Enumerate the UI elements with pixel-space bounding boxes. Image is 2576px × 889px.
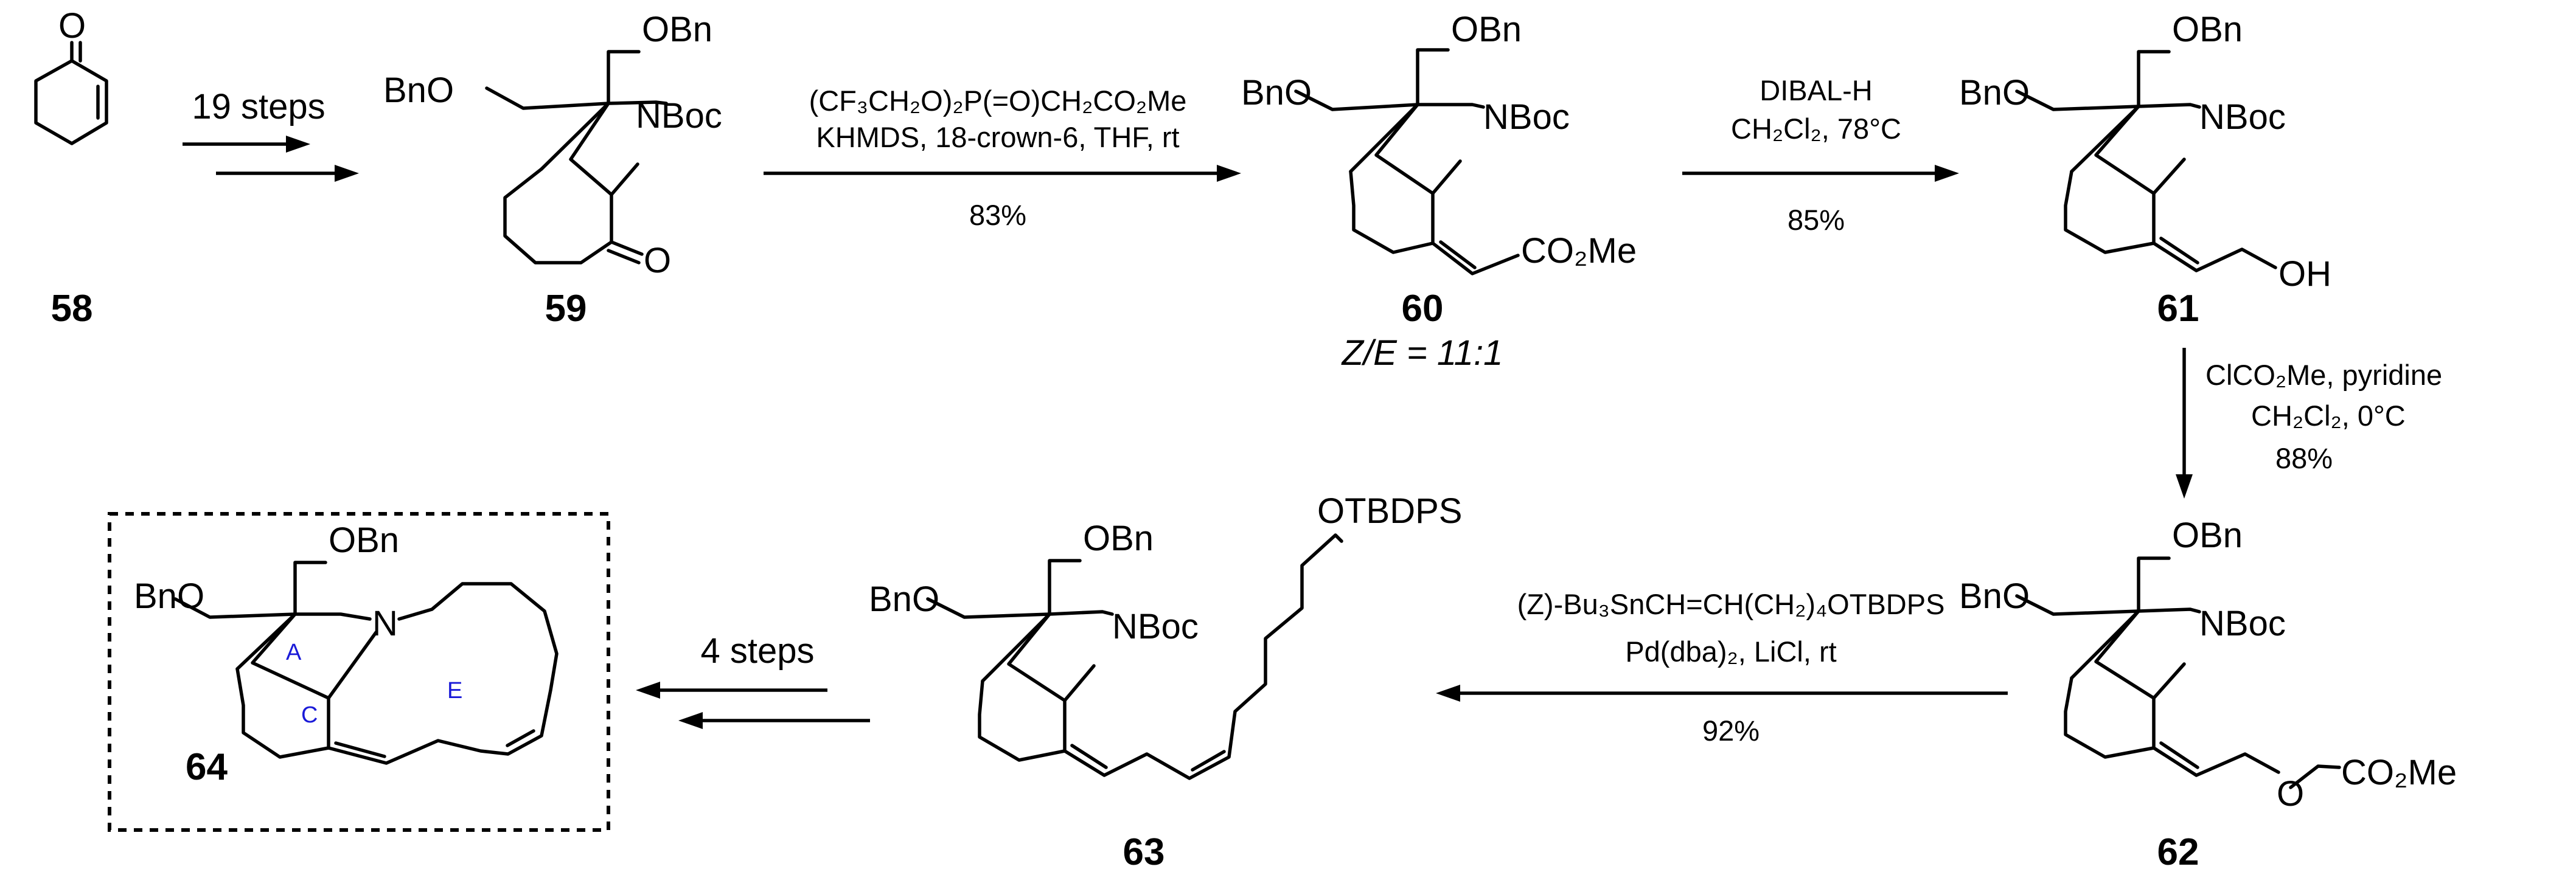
- step-6-label: 4 steps: [701, 631, 815, 671]
- step-5-yield: 92%: [1702, 714, 1760, 747]
- c62-obn: OBn: [2172, 516, 2243, 555]
- step-4-yield: 88%: [2275, 442, 2333, 474]
- compound-63: OTBDPS OBn BnO NBoc 63: [869, 491, 1463, 873]
- compound-64: OBn BnO N A C E 64: [108, 512, 610, 832]
- c63-otbdps: OTBDPS: [1317, 491, 1463, 531]
- c62-nboc: NBoc: [2199, 604, 2286, 643]
- step-2-conditions: KHMDS, 18-crown-6, THF, rt: [816, 121, 1179, 153]
- compound-58-label: 58: [51, 288, 93, 330]
- compound-62: OBn BnO NBoc O CO₂Me 62: [1959, 516, 2457, 873]
- c63-nboc: NBoc: [1112, 607, 1199, 646]
- compound-58: O 58: [34, 6, 108, 330]
- c64-nitrogen: N: [372, 604, 398, 643]
- c60-nboc: NBoc: [1483, 97, 1570, 137]
- arrow-step-4: ClCO₂Me, pyridine CH₂Cl₂, 0°C 88%: [2176, 348, 2442, 499]
- ring-a-label: A: [286, 640, 302, 665]
- step-2-yield: 83%: [969, 199, 1026, 231]
- arrow-step-1: 19 steps: [183, 87, 359, 182]
- compound-61-label: 61: [2157, 288, 2199, 330]
- compound-59-label: 59: [545, 288, 587, 330]
- c63-bno: BnO: [869, 579, 939, 619]
- arrow-step-5: (Z)-Bu₃SnCH=CH(CH₂)₄OTBDPS Pd(dba)₂, LiC…: [1436, 588, 2008, 747]
- ring-c-label: C: [301, 702, 318, 728]
- arrow-step-2: (CF₃CH₂O)₂P(=O)CH₂CO₂Me KHMDS, 18-crown-…: [764, 85, 1241, 231]
- step-3-conditions: CH₂Cl₂, 78°C: [1731, 112, 1901, 145]
- compound-63-label: 63: [1123, 831, 1165, 873]
- c60-ze-ratio: Z/E = 11:1: [1341, 333, 1503, 373]
- c62-bno: BnO: [1959, 576, 2030, 616]
- c63-obn: OBn: [1083, 519, 1154, 558]
- ketone-oxygen: O: [58, 6, 86, 46]
- c59-nboc: NBoc: [636, 96, 722, 136]
- step-4-reagent: ClCO₂Me, pyridine: [2205, 359, 2442, 391]
- c59-carbonyl-o: O: [644, 241, 671, 280]
- c59-obn: OBn: [642, 10, 712, 49]
- c61-nboc: NBoc: [2199, 97, 2286, 137]
- compound-61: OBn BnO NBoc OH 61: [1959, 10, 2331, 330]
- arrow-step-3: DIBAL-H CH₂Cl₂, 78°C 85%: [1682, 74, 1959, 236]
- step-5-reagent: (Z)-Bu₃SnCH=CH(CH₂)₄OTBDPS: [1517, 588, 1945, 620]
- step-4-conditions: CH₂Cl₂, 0°C: [2251, 400, 2406, 432]
- step-1-label: 19 steps: [192, 87, 325, 126]
- step-3-yield: 85%: [1788, 204, 1845, 236]
- compound-64-label: 64: [186, 746, 228, 788]
- step-5-conditions: Pd(dba)₂, LiCl, rt: [1625, 635, 1836, 668]
- c64-obn: OBn: [329, 521, 399, 560]
- c64-bno: BnO: [134, 576, 204, 616]
- ring-e-label: E: [447, 678, 462, 704]
- c60-bno: BnO: [1241, 73, 1312, 112]
- c60-ester: CO₂Me: [1521, 231, 1637, 271]
- step-3-reagent: DIBAL-H: [1760, 74, 1872, 106]
- c61-obn: OBn: [2172, 10, 2243, 49]
- c62-carbonate-o: O: [2277, 774, 2304, 814]
- compound-59: OBn BnO NBoc O 59: [383, 10, 722, 330]
- compound-60: OBn BnO NBoc CO₂Me 60 Z/E = 11:1: [1241, 10, 1637, 373]
- target-box: [108, 512, 610, 832]
- compound-62-label: 62: [2157, 831, 2199, 873]
- arrow-step-6: 4 steps: [636, 631, 870, 729]
- c59-bno: BnO: [383, 71, 454, 110]
- step-2-reagent: (CF₃CH₂O)₂P(=O)CH₂CO₂Me: [809, 85, 1187, 117]
- c61-hydroxyl: OH: [2278, 254, 2331, 294]
- c62-ester: CO₂Me: [2341, 753, 2457, 792]
- c60-obn: OBn: [1451, 10, 1522, 49]
- compound-60-label: 60: [1402, 288, 1444, 330]
- c61-bno: BnO: [1959, 73, 2030, 112]
